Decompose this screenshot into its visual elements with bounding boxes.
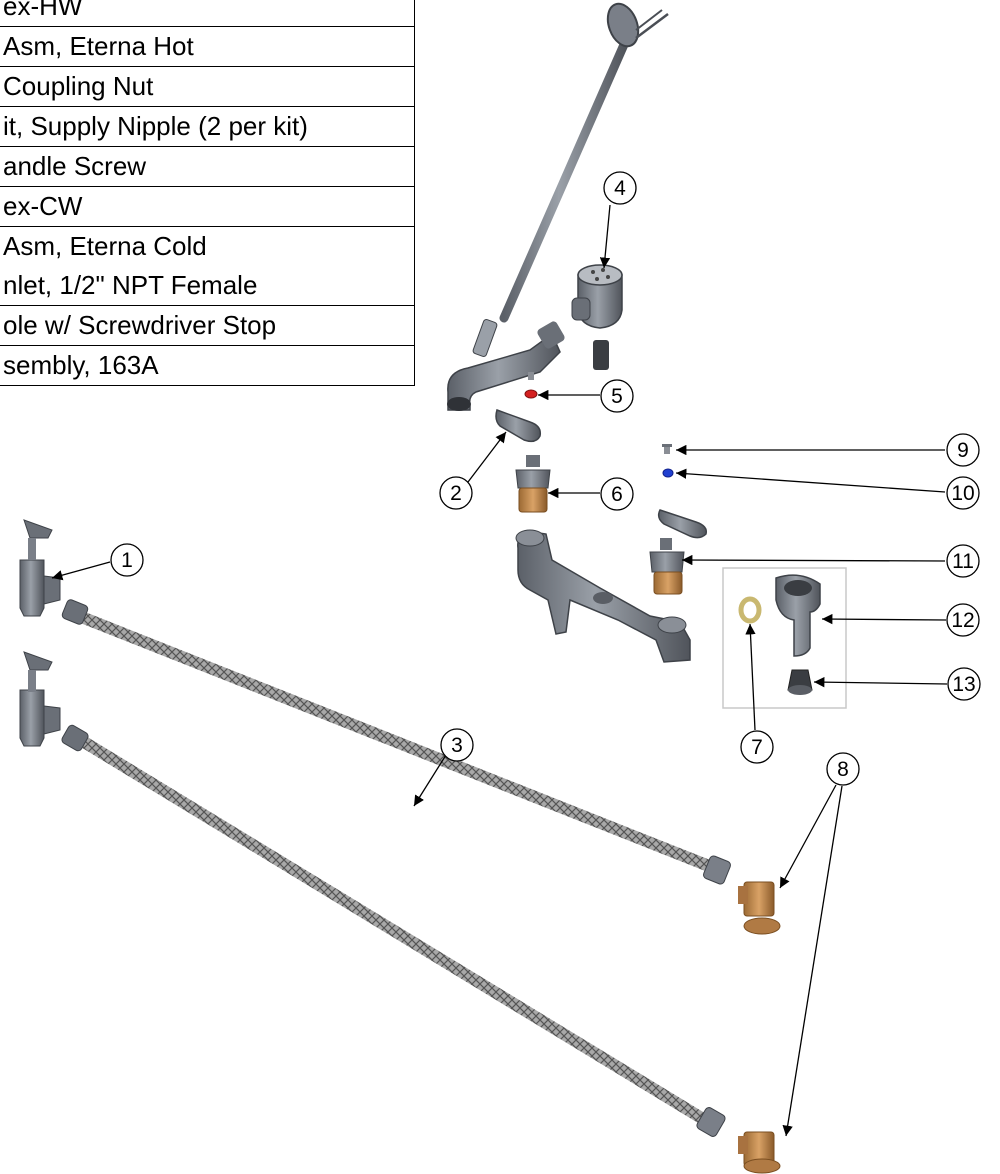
- svg-text:11: 11: [952, 550, 974, 573]
- svg-text:4: 4: [614, 177, 626, 200]
- callout-5: 5: [600, 379, 634, 413]
- part-description: ole w/ Screwdriver Stop: [0, 305, 415, 346]
- washer: [738, 596, 762, 624]
- callout-7: 7: [740, 730, 774, 764]
- callout-9: 9: [946, 433, 980, 467]
- parts-row: andle Screw: [0, 146, 415, 187]
- leader-lines: [51, 204, 948, 1137]
- callout-13: 13: [947, 667, 981, 701]
- parts-list-table: ex-HW Asm, Eterna Hot Coupling Nut it, S…: [0, 0, 415, 386]
- brass-inlet-lower: [738, 1131, 781, 1174]
- part-description: ex-HW: [0, 0, 415, 27]
- svg-text:9: 9: [957, 439, 969, 462]
- vacuum-breaker: [571, 264, 623, 370]
- svg-text:10: 10: [951, 482, 974, 505]
- part-description: andle Screw: [0, 146, 415, 187]
- cartridge-cold: [649, 538, 685, 595]
- callout-4: 4: [603, 171, 637, 205]
- part-description: Coupling Nut: [0, 66, 415, 107]
- svg-text:13: 13: [952, 673, 975, 696]
- subassembly-frame: [722, 567, 847, 709]
- callout-3: 3: [440, 728, 474, 762]
- nipple-fitting: [787, 669, 813, 695]
- parts-row: it, Supply Nipple (2 per kit): [0, 106, 415, 147]
- svg-text:12: 12: [951, 609, 974, 632]
- callout-2: 2: [439, 476, 473, 510]
- callout-8: 8: [826, 752, 860, 786]
- parts-row: ex-CW: [0, 186, 415, 227]
- faucet-handle-hot: [495, 409, 542, 443]
- parts-row: Coupling Nut: [0, 66, 415, 107]
- part-description: ex-CW: [0, 186, 415, 227]
- svg-text:2: 2: [450, 482, 462, 505]
- brass-inlet-upper: [738, 881, 781, 935]
- spout-body: [447, 319, 565, 411]
- cartridge-hot: [515, 455, 551, 513]
- stop-valve-upper: [19, 519, 61, 617]
- stop-valve-lower: [19, 651, 61, 747]
- faucet-body: [515, 529, 691, 663]
- part-description: sembly, 163A: [0, 345, 415, 386]
- supply-hose-lower: [61, 724, 726, 1137]
- svg-text:7: 7: [751, 736, 763, 759]
- callout-11: 11: [946, 544, 980, 578]
- part-description: it, Supply Nipple (2 per kit): [0, 106, 415, 147]
- callout-10: 10: [946, 476, 980, 510]
- part-description: Asm, Eterna Hot: [0, 26, 415, 67]
- parts-row: Asm, Eterna Cold: [0, 226, 415, 266]
- svg-text:6: 6: [611, 483, 623, 506]
- hot-indicator-button: [524, 372, 538, 399]
- faucet-handle-cold: [657, 509, 708, 539]
- svg-text:8: 8: [837, 758, 849, 781]
- parts-row: ole w/ Screwdriver Stop: [0, 305, 415, 346]
- parts-row: Asm, Eterna Hot: [0, 26, 415, 67]
- svg-text:1: 1: [121, 549, 133, 572]
- parts-row: ex-HW: [0, 0, 415, 27]
- supply-hose-upper: [61, 599, 731, 885]
- callout-1: 1: [110, 543, 144, 577]
- callout-12: 12: [946, 603, 980, 637]
- part-description: Asm, Eterna Cold: [0, 226, 415, 266]
- riser-rod: [499, 2, 669, 323]
- cold-indicator-button: [662, 468, 674, 478]
- handle-screw: [662, 444, 672, 454]
- svg-text:5: 5: [611, 385, 623, 408]
- callout-6: 6: [600, 477, 634, 511]
- parts-row: sembly, 163A: [0, 345, 415, 386]
- svg-text:3: 3: [451, 734, 463, 757]
- inlet-fitting: [775, 574, 821, 657]
